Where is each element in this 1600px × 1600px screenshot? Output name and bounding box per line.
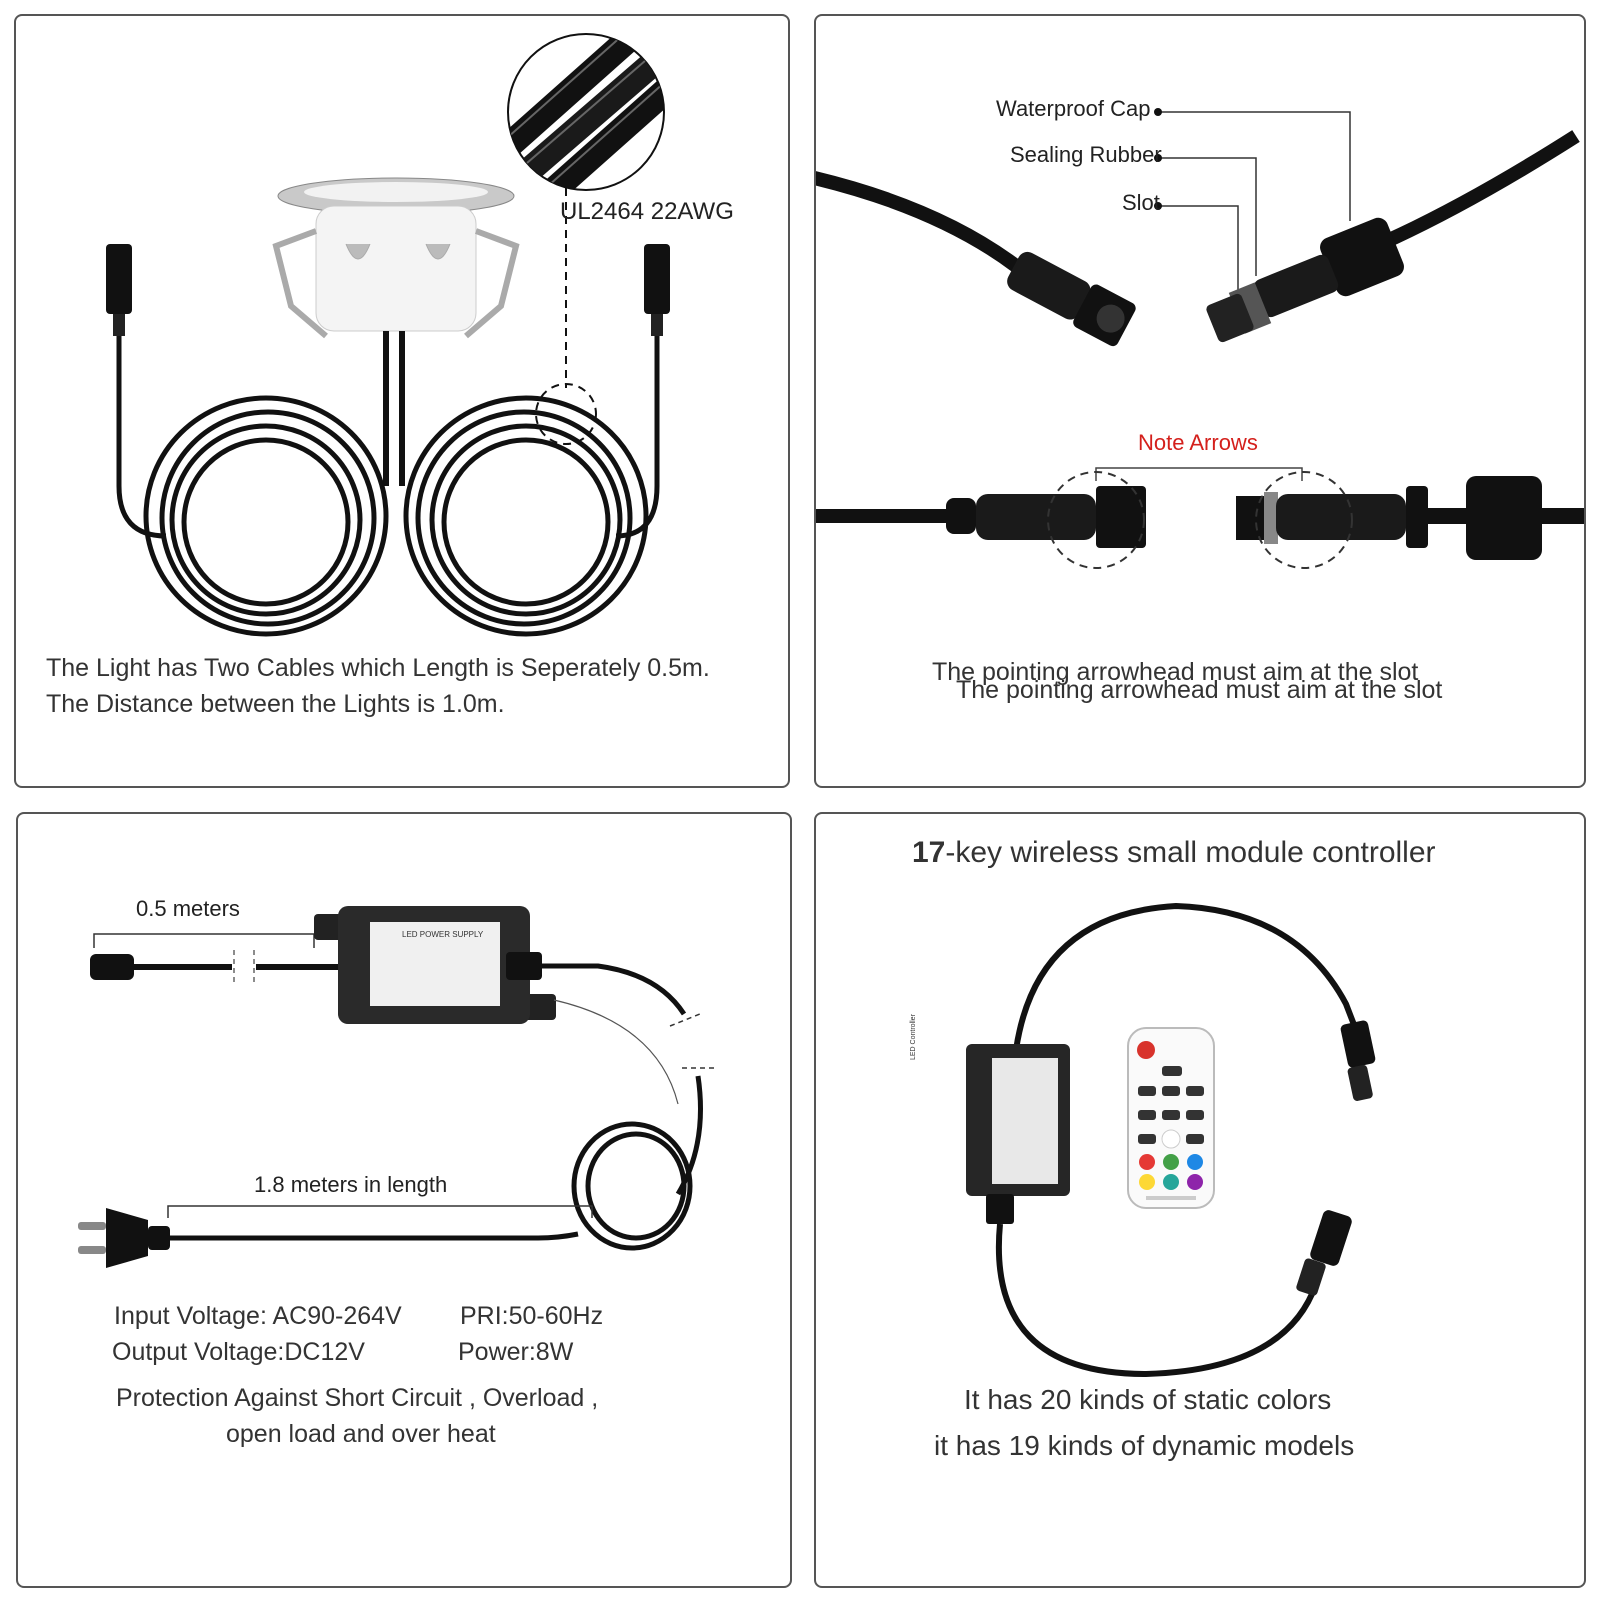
led-power-supply (314, 906, 556, 1024)
light-distance-caption: The Distance between the Lights is 1.0m. (46, 690, 505, 718)
sealing-rubber-label: Sealing Rubber (1010, 142, 1162, 167)
deck-light (272, 177, 520, 339)
led-controller-box (966, 1044, 1070, 1224)
frequency-spec: PRI:50-60Hz (460, 1302, 604, 1330)
remote-color-key (1163, 1174, 1179, 1190)
remote-color-key (1139, 1154, 1155, 1170)
dynamic-models-text: it has 19 kinds of dynamic models (934, 1430, 1355, 1461)
power-spec: Power:8W (458, 1338, 574, 1366)
cable-length-caption: The Light has Two Cables which Length is… (46, 654, 710, 682)
remote-color-key (1139, 1174, 1155, 1190)
panel-power-supply: LED POWER SUPPLY 0.5 meters 1.8 meters i… (16, 812, 792, 1588)
output-voltage-spec: Output Voltage:DC12V (112, 1338, 365, 1366)
right-cable-coil (403, 395, 649, 637)
eu-plug (78, 1208, 170, 1268)
left-connector (106, 244, 132, 314)
psu-label: LED POWER SUPPLY (402, 930, 484, 939)
remote-color-key (1163, 1154, 1179, 1170)
rf-remote (1127, 1027, 1215, 1209)
remote-color-key (1187, 1174, 1203, 1190)
controller-title: 17-key wireless small module controller (912, 836, 1436, 870)
remote-color-key (1187, 1154, 1203, 1170)
slot-instruction-caption-overlap: The pointing arrowhead must aim at the s… (956, 676, 1443, 704)
controller-illustration (966, 902, 1376, 1378)
static-colors-text: It has 20 kinds of static colors (964, 1384, 1332, 1415)
panel-light-cables: UL2464 22AWG The Light has Two Cables wh… (14, 14, 790, 788)
right-connector (644, 244, 670, 314)
short-length-label: 0.5 meters (136, 896, 240, 921)
protection-line-2: open load and over heat (226, 1420, 496, 1448)
wire-spec-label: UL2464 22AWG (560, 198, 734, 225)
input-voltage-spec: Input Voltage: AC90-264V (114, 1302, 402, 1330)
male-connector-top (1007, 251, 1136, 347)
panel-connector-guide: Waterproof Cap Sealing Rubber Slot Note … (814, 14, 1586, 788)
controller-title-text: -key wireless small module controller (945, 836, 1436, 869)
panel-rf-controller: 17-key wireless small module controller (814, 812, 1586, 1588)
female-connector-top (1206, 217, 1404, 343)
controller-box-label: LED Controller (910, 1014, 917, 1060)
protection-line-1: Protection Against Short Circuit , Overl… (116, 1384, 599, 1412)
slot-label: Slot (1122, 190, 1160, 215)
note-arrows-label: Note Arrows (1138, 430, 1258, 455)
connector-illustration (816, 108, 1584, 569)
waterproof-cap-label: Waterproof Cap (996, 96, 1151, 121)
left-cable-coil (143, 395, 389, 637)
long-length-label: 1.8 meters in length (254, 1172, 448, 1197)
female-connector-bottom (1276, 494, 1406, 540)
dc-connector (90, 954, 134, 980)
slot-instruction-caption: The pointing arrowhead must aim at the s… (932, 658, 1419, 686)
light-cable-illustration (106, 33, 670, 637)
ac-cable-coil (571, 1121, 693, 1251)
key-count: 17 (912, 836, 946, 869)
power-supply-illustration (78, 906, 718, 1268)
male-connector-bottom (976, 494, 1096, 540)
